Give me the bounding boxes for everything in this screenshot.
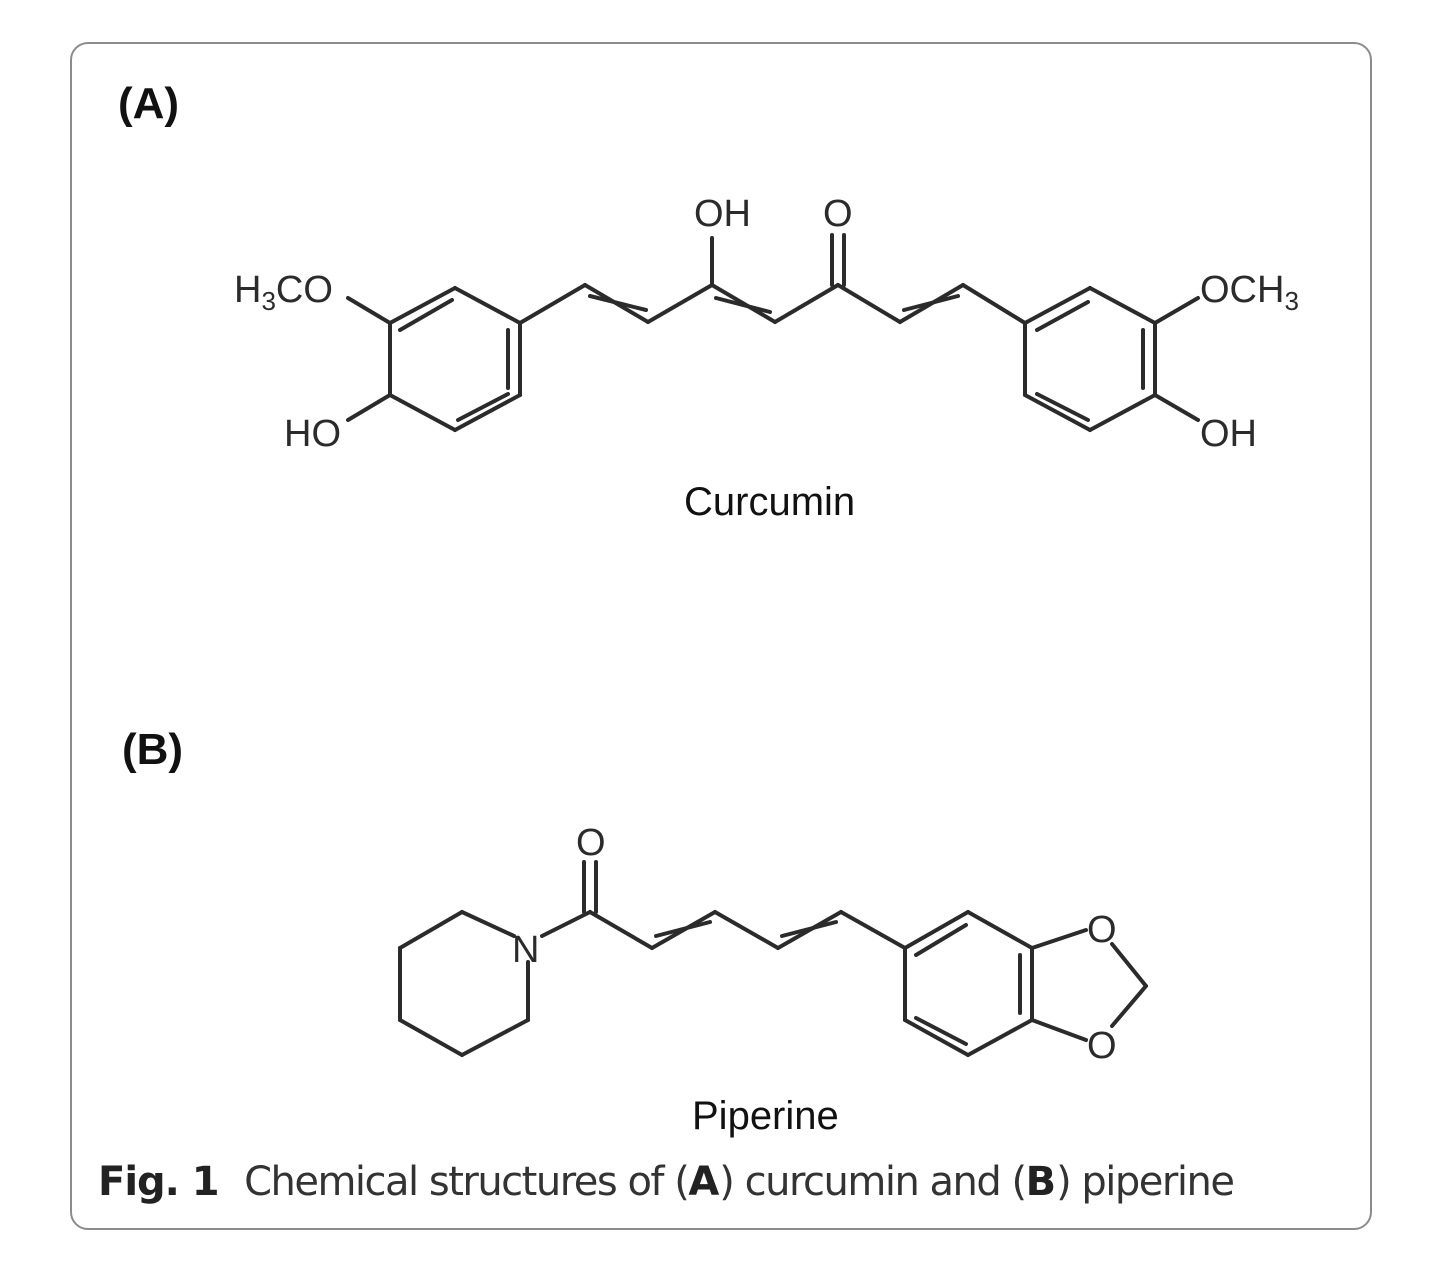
bond — [453, 393, 522, 432]
compound-name-piperine: Piperine — [692, 1094, 839, 1138]
bond — [903, 910, 970, 950]
bond — [646, 283, 714, 324]
bond — [1030, 928, 1088, 950]
atom-label-right-methoxy: OCH3 — [1200, 269, 1299, 316]
bond — [456, 392, 510, 422]
caption-text-3: ) piperine — [1056, 1159, 1235, 1205]
atom-label-carbonyl-oxygen: O — [576, 822, 606, 864]
figure-frame — [70, 42, 1372, 1230]
bond — [398, 910, 464, 950]
bond — [518, 283, 587, 325]
caption-bold-b: B — [1025, 1159, 1057, 1205]
bond — [346, 296, 392, 325]
bond — [1023, 286, 1092, 325]
bond — [588, 294, 648, 312]
bond — [1035, 300, 1090, 332]
compound-name-curcumin: Curcumin — [684, 480, 856, 524]
bond — [1110, 984, 1148, 1028]
bond — [388, 286, 457, 325]
atom-label-o-top: O — [823, 193, 853, 235]
bond — [714, 296, 772, 314]
figure-caption: Fig. 1 Chemical structures of (A) curcum… — [98, 1159, 1235, 1205]
figure-number: Fig. 1 — [98, 1159, 220, 1205]
bond — [1153, 393, 1200, 422]
bond — [966, 910, 1034, 950]
bond — [1030, 1018, 1088, 1042]
bond — [713, 910, 780, 950]
bond — [836, 283, 902, 324]
atom-label-right-hydroxyl: OH — [1200, 413, 1257, 455]
bond — [1153, 296, 1200, 325]
atom-label-ring-oxygen-top: O — [1087, 909, 1117, 951]
bond — [961, 283, 1027, 325]
caption-text-1: Chemical structures of ( — [244, 1159, 690, 1205]
bond — [460, 910, 516, 938]
bond — [388, 393, 457, 432]
atom-label-oh-top: OH — [694, 193, 751, 235]
bond — [398, 1018, 464, 1057]
atom-label-ring-oxygen-bottom: O — [1087, 1025, 1117, 1067]
bond — [914, 1016, 968, 1046]
bond — [780, 920, 838, 938]
bond — [902, 294, 960, 312]
bond — [903, 1018, 970, 1057]
panel-label-a: (A) — [118, 79, 180, 128]
bond — [839, 910, 907, 950]
bond — [1023, 393, 1092, 432]
bond — [346, 393, 392, 422]
bond — [588, 910, 654, 950]
bond — [1088, 286, 1157, 325]
bond — [1088, 393, 1157, 432]
panel-label-b: (B) — [122, 725, 184, 774]
bond — [1110, 942, 1148, 988]
bond — [914, 923, 968, 957]
bond — [773, 283, 840, 324]
bond — [1035, 392, 1090, 422]
caption-bold-a: A — [688, 1159, 720, 1205]
bond — [460, 1018, 530, 1057]
bond — [966, 1018, 1034, 1057]
bond — [654, 920, 712, 938]
caption-text-2: ) curcumin and ( — [719, 1159, 1027, 1205]
atom-label-left-hydroxyl: HO — [284, 413, 341, 455]
bond — [540, 910, 592, 938]
bond — [398, 298, 454, 332]
atom-label-nitrogen: N — [512, 929, 539, 971]
bond — [453, 286, 522, 325]
atom-label-left-methoxy: H3CO — [234, 269, 333, 316]
